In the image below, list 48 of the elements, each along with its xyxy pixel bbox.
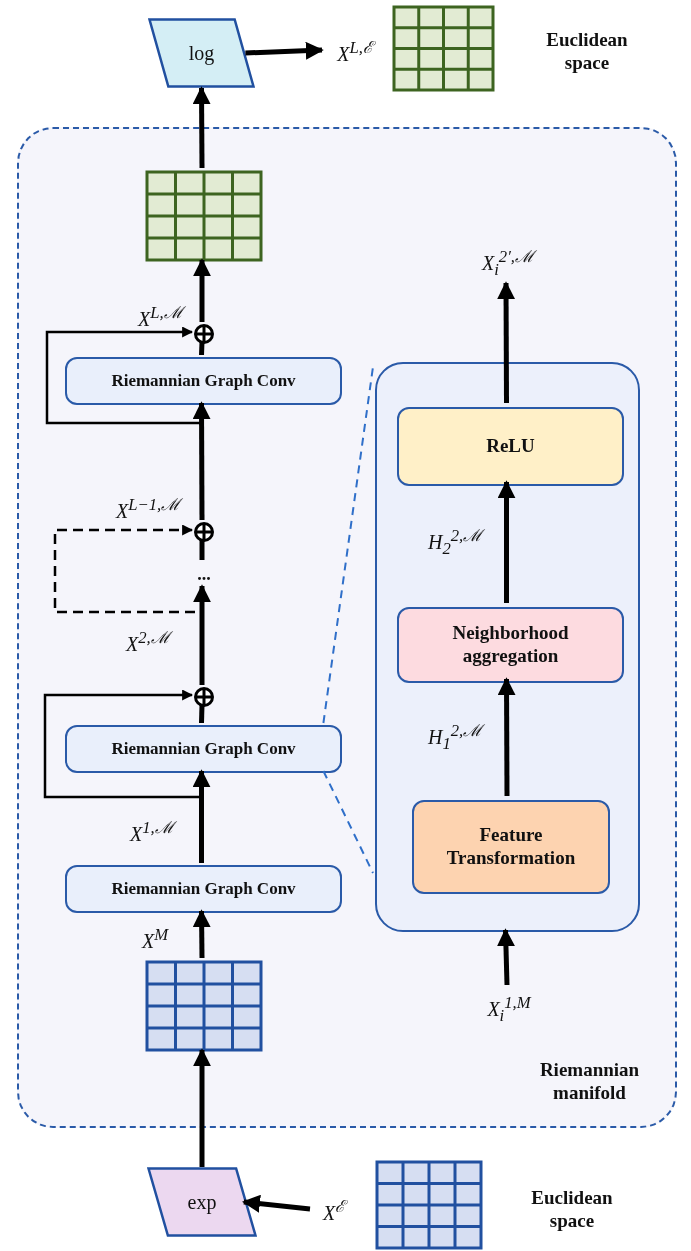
- node-label: exp: [187, 1190, 217, 1214]
- connector-line: [199, 341, 205, 356]
- ellipsis-label: ...: [197, 564, 211, 586]
- node-label: ReLU: [486, 435, 535, 458]
- edge-label: X$^{M}$: [142, 925, 169, 953]
- edge-label: X$^{L−1,ℳ}$: [116, 494, 181, 523]
- node-label: Neighborhood aggregation: [451, 622, 570, 668]
- connector-line: [199, 704, 205, 724]
- sum-node: [194, 522, 214, 542]
- arrow: [192, 401, 211, 520]
- arrow: [242, 1194, 311, 1213]
- arrow: [193, 1048, 211, 1167]
- math-label: X$^{ℰ}$: [322, 1195, 346, 1225]
- process-box: [412, 800, 610, 894]
- zoom-panel: [375, 362, 640, 932]
- sum-node: [194, 687, 214, 707]
- region-title: Riemannian manifold: [538, 1058, 641, 1105]
- node-label: Feature Transformation: [445, 824, 577, 870]
- dashed-line: [322, 770, 374, 874]
- arrow: [192, 86, 211, 168]
- space-label: Euclidean space: [530, 1187, 614, 1233]
- parallelogram-node: [148, 18, 255, 88]
- arrow: [192, 769, 211, 863]
- process-box: [65, 725, 342, 773]
- manifold-region: [17, 127, 677, 1128]
- parallelogram-node: [147, 1167, 257, 1237]
- matrix-grid: [145, 960, 263, 1052]
- arrow: [193, 584, 211, 685]
- node-label: Riemannian Graph Conv: [111, 738, 296, 760]
- arrow: [497, 480, 516, 603]
- process-box: [65, 865, 342, 913]
- arrow: [497, 677, 516, 796]
- arrow: [193, 258, 211, 322]
- arrow: [497, 281, 516, 403]
- node-label: Riemannian Graph Conv: [111, 370, 296, 392]
- connector-line: [199, 540, 205, 560]
- arrow: [245, 41, 324, 60]
- process-box: [397, 607, 624, 683]
- space-label: Euclidean space: [545, 29, 629, 75]
- arrow: [192, 909, 211, 959]
- process-box: [65, 357, 342, 405]
- arrow: [496, 928, 515, 986]
- process-box: [397, 407, 624, 486]
- node-label: Riemannian Graph Conv: [111, 878, 296, 900]
- sum-node: [194, 324, 214, 344]
- matrix-grid: [145, 170, 263, 262]
- node-label: log: [188, 41, 215, 65]
- dashed-line: [322, 365, 374, 724]
